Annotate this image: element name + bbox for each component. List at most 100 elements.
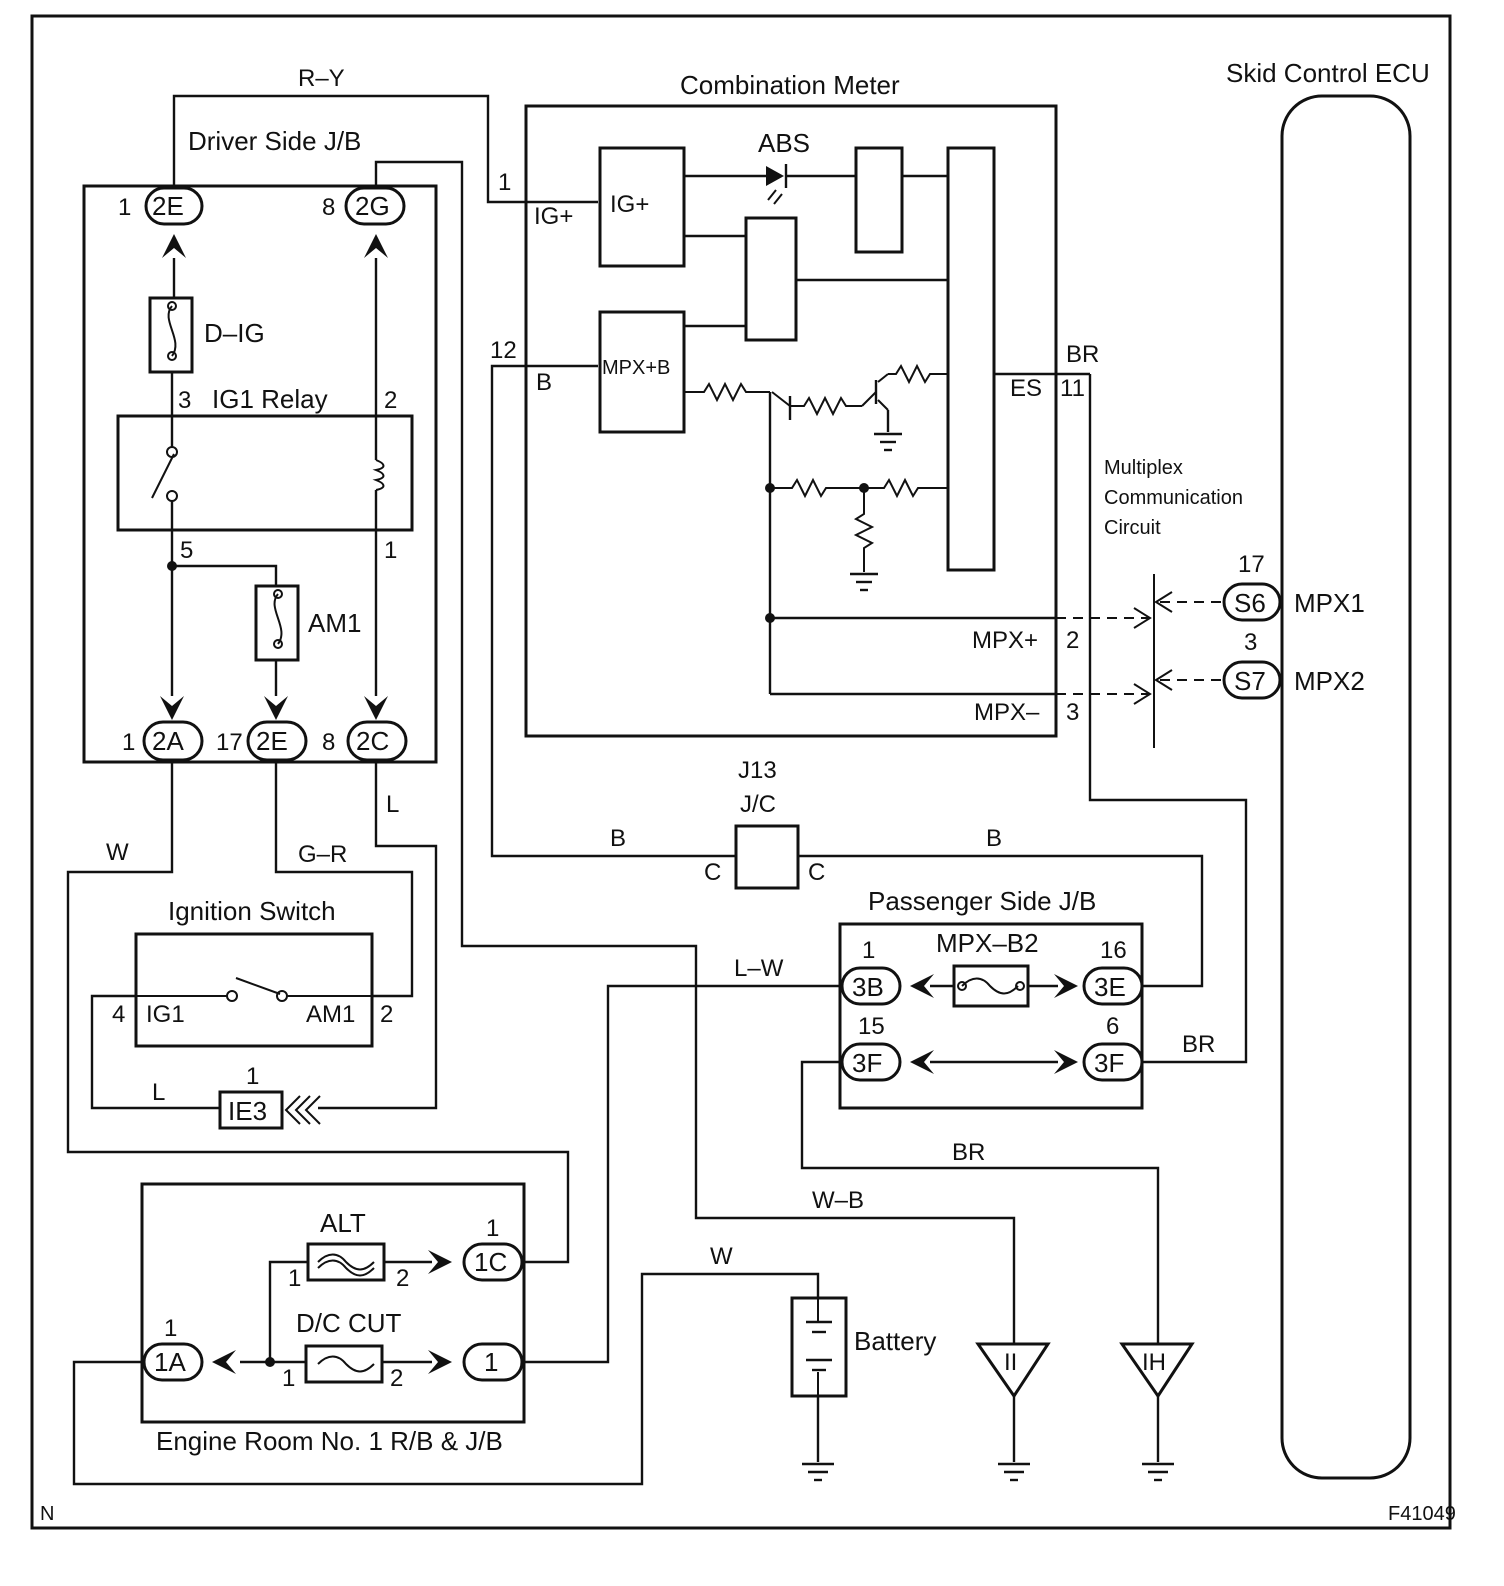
- ig-plus-block: [598, 146, 686, 268]
- relay-pin-3: 3: [178, 387, 191, 414]
- jc-c-right: C: [808, 859, 825, 886]
- meter-mpx-plus: MPX+: [972, 627, 1038, 654]
- relay-pin-1: 1: [384, 537, 397, 564]
- wire-g-r-label: G–R: [298, 841, 347, 868]
- wire-w-b-label: W–B: [812, 1187, 864, 1214]
- connector-S7-label: S7: [1234, 666, 1266, 696]
- pin-8-2G: 8: [322, 194, 335, 221]
- meter-es: ES: [1010, 375, 1042, 402]
- multiplex-line-2: Communication: [1104, 487, 1243, 509]
- ecu-mpx1: MPX1: [1294, 588, 1365, 618]
- wire-l-w-label: L–W: [734, 955, 784, 982]
- connector-ie3-label: IE3: [228, 1096, 267, 1126]
- skid-control-ecu-label: Skid Control ECU: [1226, 58, 1430, 88]
- pin-17-2E: 17: [216, 729, 243, 756]
- mpx-b-block: [598, 310, 686, 434]
- engine-room-rb-box: [140, 1182, 526, 1424]
- outer-frame: [30, 14, 1452, 1530]
- wire-b-right-label: B: [986, 825, 1002, 852]
- pin-16-3E: 16: [1100, 937, 1127, 964]
- jc-c-left: C: [704, 859, 721, 886]
- fuse-dc-cut-label: D/C CUT: [296, 1308, 402, 1338]
- abs-led: [766, 166, 784, 186]
- wire-l-w: [522, 984, 840, 1364]
- meter-ig-plus: IG+: [534, 203, 573, 230]
- arrow-up-2E: [162, 234, 186, 258]
- wire-b-left-label: B: [610, 825, 626, 852]
- fuse-d-ig-label: D–IG: [204, 318, 265, 348]
- connector-3F-left-label: 3F: [852, 1048, 882, 1078]
- j13-label: J13: [738, 757, 777, 784]
- connector-2E-bottom-label: 2E: [256, 726, 288, 756]
- fuse-d-ig-symbol: [167, 305, 177, 357]
- connector-ie3: [218, 1090, 284, 1130]
- fuse-dc-cut: [304, 1344, 384, 1384]
- wire-w-label: W: [106, 839, 129, 866]
- wire-w2: [72, 1272, 820, 1486]
- ig-plus-block-label: IG+: [610, 191, 649, 218]
- driver-jb-box: [82, 184, 438, 764]
- pin-1-2E: 1: [118, 194, 131, 221]
- meter-cpu-block: [946, 146, 996, 572]
- wire-l-label: L: [386, 791, 399, 818]
- fuse-alt-label: ALT: [320, 1208, 366, 1238]
- wire-br-right-label: BR: [1182, 1031, 1215, 1058]
- meter-mpx-minus: MPX–: [974, 699, 1040, 726]
- ecu-pin-17: 17: [1238, 551, 1265, 578]
- connector-1A-label: 1A: [154, 1347, 186, 1377]
- j13-jc-box: [734, 824, 800, 890]
- multiplex-line-3: Circuit: [1104, 517, 1161, 539]
- wire-g-r: [274, 760, 414, 998]
- mpx-b-label: MPX+B: [602, 357, 670, 379]
- relay-pin-2: 2: [384, 387, 397, 414]
- dc-pin-2: 2: [390, 1365, 403, 1392]
- wire-l2-label: L: [152, 1079, 165, 1106]
- wire-br-es-label: BR: [1066, 341, 1099, 368]
- connector-3B: [840, 966, 902, 1006]
- connector-1C-label: 1C: [474, 1247, 507, 1277]
- connector-S6: [1222, 582, 1282, 622]
- ignition-switch-label: Ignition Switch: [168, 896, 336, 926]
- ground-ii: [975, 1342, 1051, 1399]
- pin-1-3B: 1: [862, 937, 875, 964]
- meter-pin-2: 2: [1066, 627, 1079, 654]
- switch-ig1: IG1: [146, 1001, 185, 1028]
- jc-label: J/C: [740, 791, 776, 818]
- ecu-pin-3: 3: [1244, 629, 1257, 656]
- meter-pin-11: 11: [1060, 375, 1085, 402]
- wire-r-y-label: R–Y: [298, 65, 345, 92]
- connector-S6-label: S6: [1234, 588, 1266, 618]
- corner-n: N: [40, 1503, 54, 1525]
- ecu-mpx2: MPX2: [1294, 666, 1365, 696]
- driver-jb-label: Driver Side J/B: [188, 126, 361, 156]
- connector-2G-label: 2G: [355, 191, 390, 221]
- skid-control-ecu-box: [1280, 94, 1412, 1480]
- wire-w: [66, 760, 570, 1264]
- meter-b-label: B: [536, 369, 552, 396]
- pin-6-3F: 6: [1106, 1013, 1119, 1040]
- relay-pin-5: 5: [180, 537, 193, 564]
- passenger-jb-box: [838, 922, 1144, 1110]
- meter-block-b: [744, 216, 798, 342]
- passenger-jb-label: Passenger Side J/B: [868, 886, 1096, 916]
- connector-2A-label: 2A: [152, 726, 184, 756]
- connector-3E-label: 3E: [1094, 972, 1126, 1002]
- connector-3F-right: [1082, 1042, 1144, 1082]
- ignition-switch-box: [134, 932, 374, 1048]
- alt-pin-2: 2: [396, 1265, 409, 1292]
- wire-l: [318, 760, 438, 1110]
- corner-code: F41049: [1388, 1503, 1456, 1525]
- alt-pin-1: 1: [288, 1265, 301, 1292]
- connector-3B-label: 3B: [852, 972, 884, 1002]
- pin-8-2C: 8: [322, 729, 335, 756]
- meter-pin-12: 12: [490, 337, 517, 364]
- arrow-up-2G: [364, 234, 388, 258]
- combination-meter-box: [524, 104, 1058, 738]
- connector-3E: [1082, 966, 1144, 1006]
- switch-pin-4: 4: [112, 1001, 125, 1028]
- wire-br-ih-label: BR: [952, 1139, 985, 1166]
- connector-1-label: 1: [484, 1347, 498, 1377]
- switch-pin-2: 2: [380, 1001, 393, 1028]
- battery-label: Battery: [854, 1326, 936, 1356]
- connector-2E-top-label: 2E: [152, 191, 184, 221]
